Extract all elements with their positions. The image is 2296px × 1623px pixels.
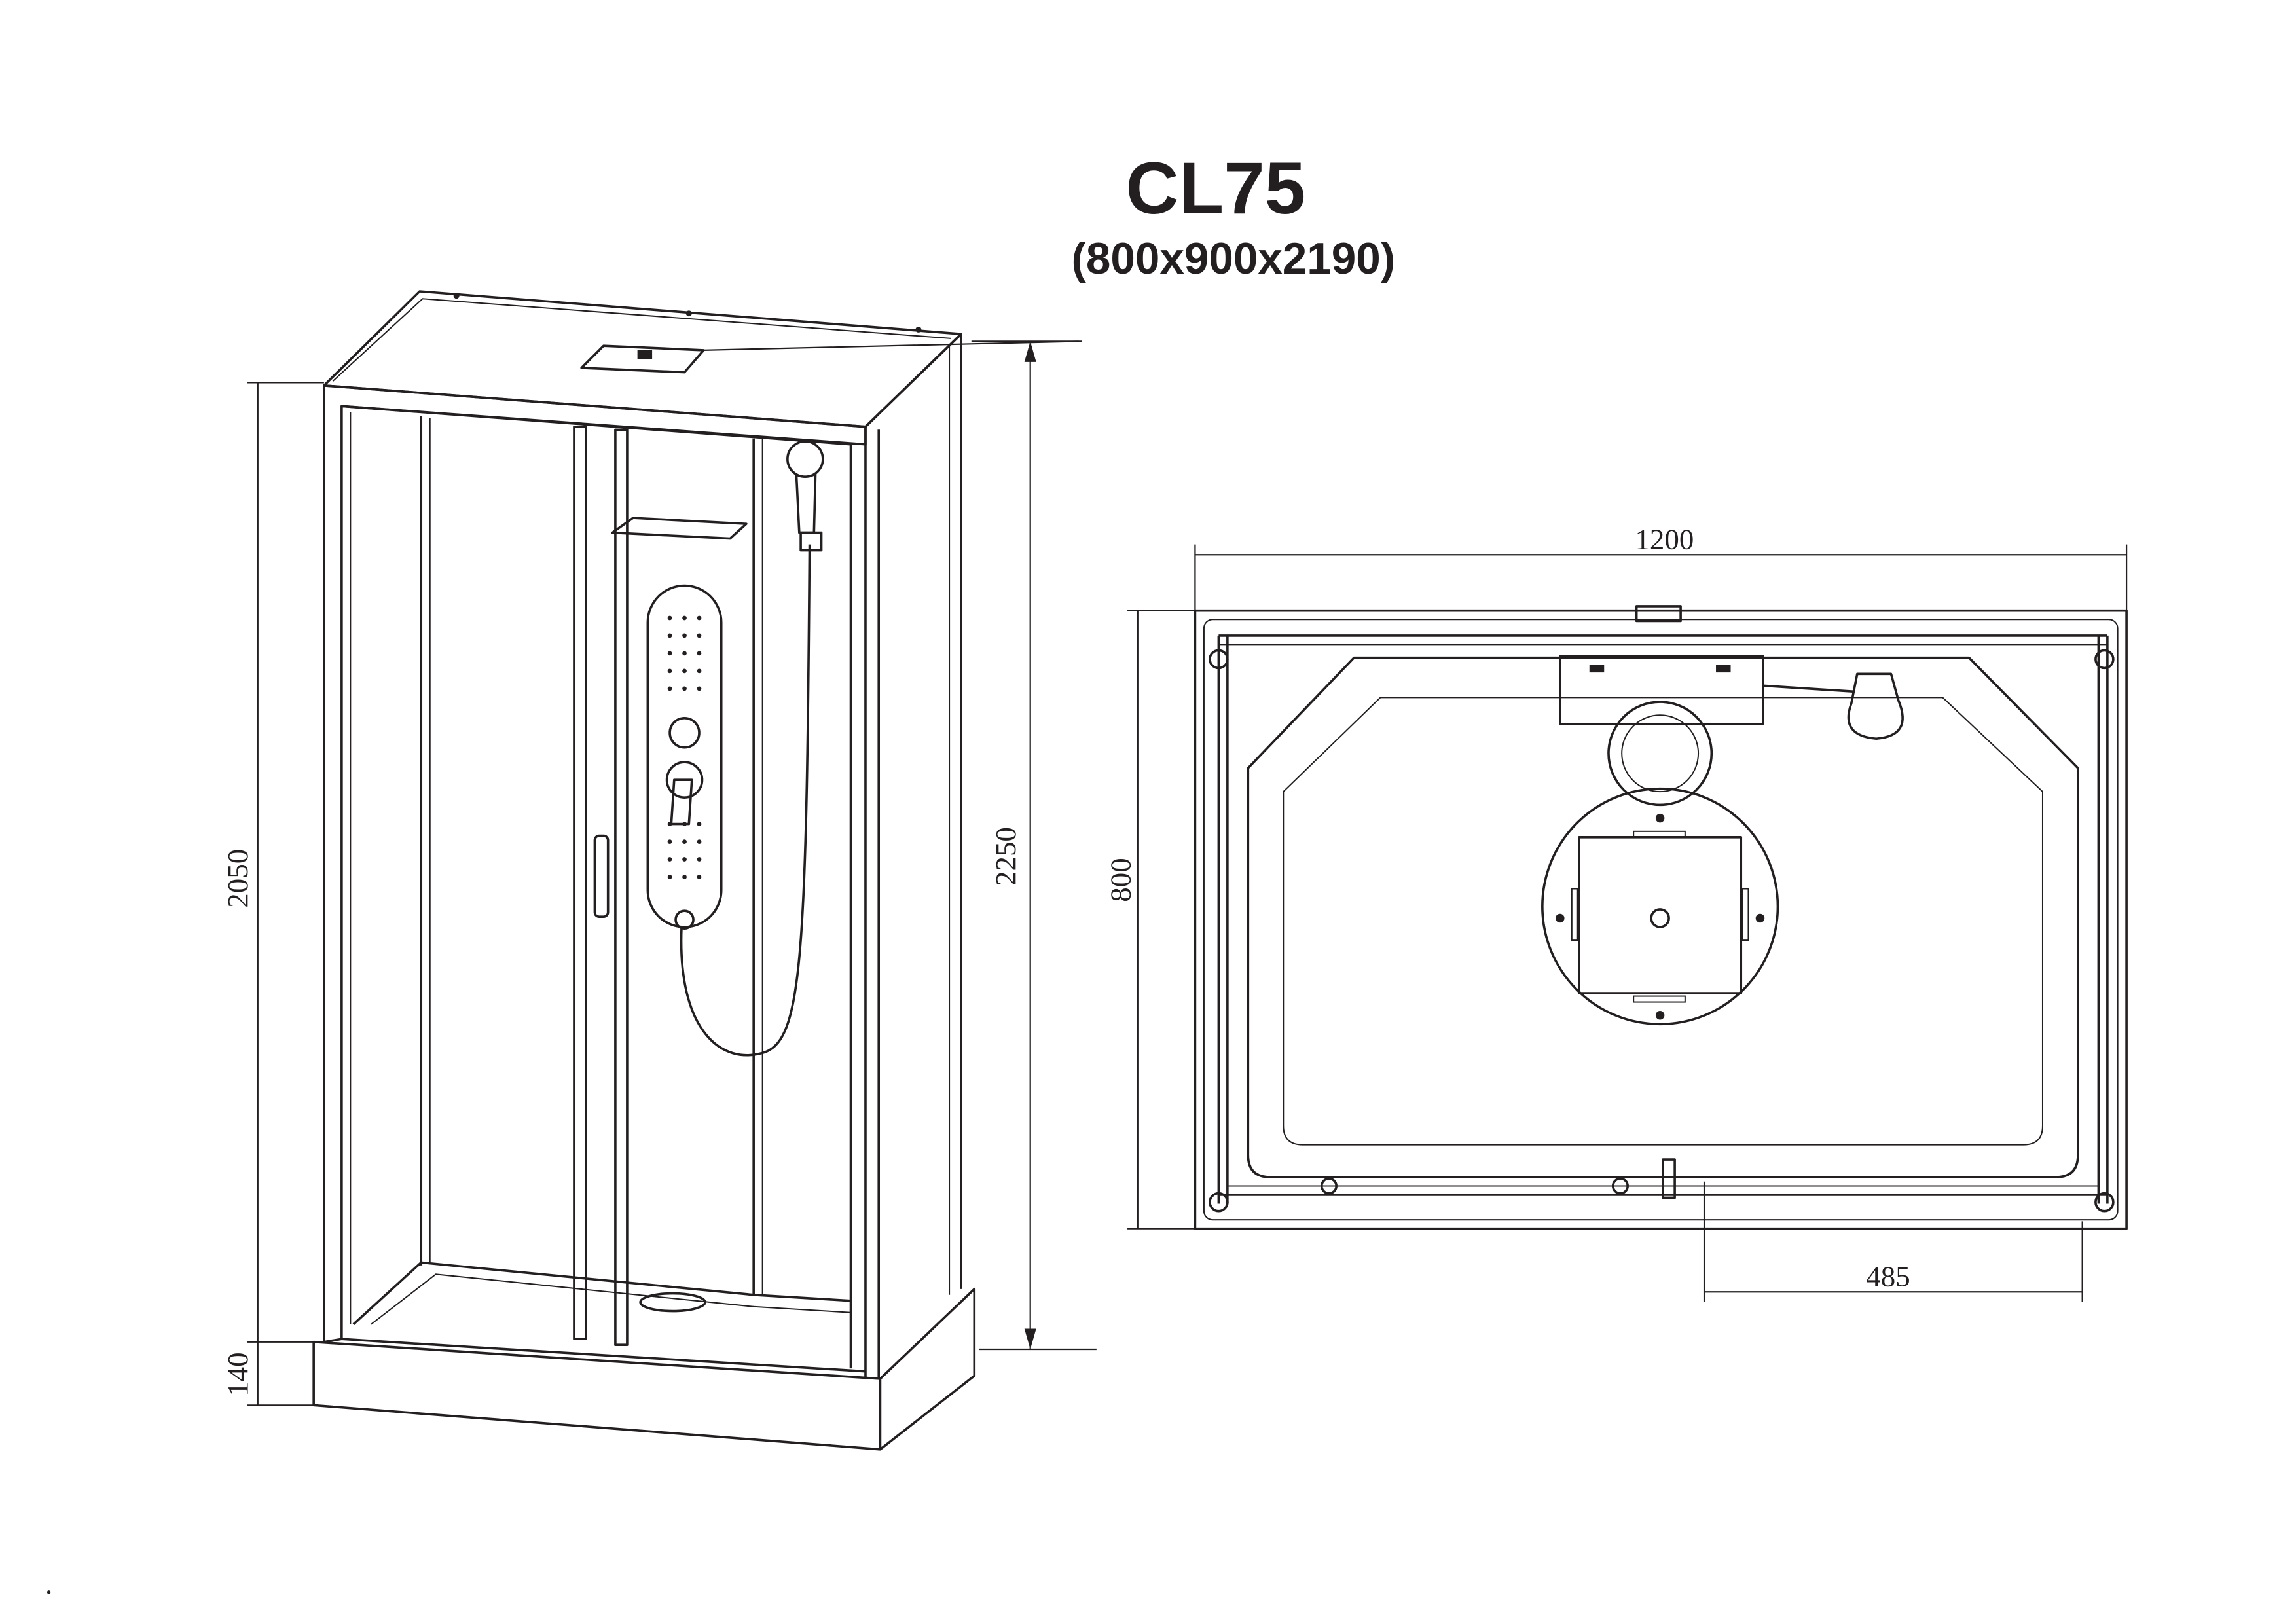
hand-shower-head <box>786 440 824 478</box>
door-left <box>573 425 587 1341</box>
control-unit <box>1559 655 1764 725</box>
drain-plate <box>1541 787 1779 1026</box>
outer-frame <box>1194 609 2128 1230</box>
shower-hose <box>680 544 811 1057</box>
model-size: (800x900x2190) <box>1071 234 1395 283</box>
mixer-handle <box>670 778 693 826</box>
dim-depth: 800 <box>1104 858 1137 902</box>
door-handle <box>593 834 610 918</box>
shelf <box>611 517 748 540</box>
dim-drain-offset: 485 <box>1866 1260 1910 1292</box>
stray-dot <box>46 1590 51 1594</box>
dim-total-height: 2250 <box>989 827 1022 886</box>
dim-width: 1200 <box>1635 522 1694 555</box>
door-right <box>614 428 629 1347</box>
tray-outline <box>1247 656 2079 1178</box>
dim-tray-height: 140 <box>221 1352 254 1396</box>
top-view <box>1194 605 2128 1230</box>
front-dimensions: 2050 140 2250 <box>221 340 1097 1406</box>
shower-head-top <box>1847 672 1904 740</box>
tray-base <box>312 1288 976 1451</box>
model-title: CL75 <box>1126 147 1306 229</box>
drain-square <box>1578 836 1743 994</box>
drain <box>639 1292 706 1313</box>
diverter-knob <box>668 716 701 749</box>
dim-enclosure-height: 2050 <box>221 849 254 908</box>
shower-panel <box>646 584 723 928</box>
front-view <box>312 290 1079 1451</box>
mixer-knob <box>665 761 704 799</box>
top-dimensions: 1200 800 485 <box>1104 522 2128 1303</box>
